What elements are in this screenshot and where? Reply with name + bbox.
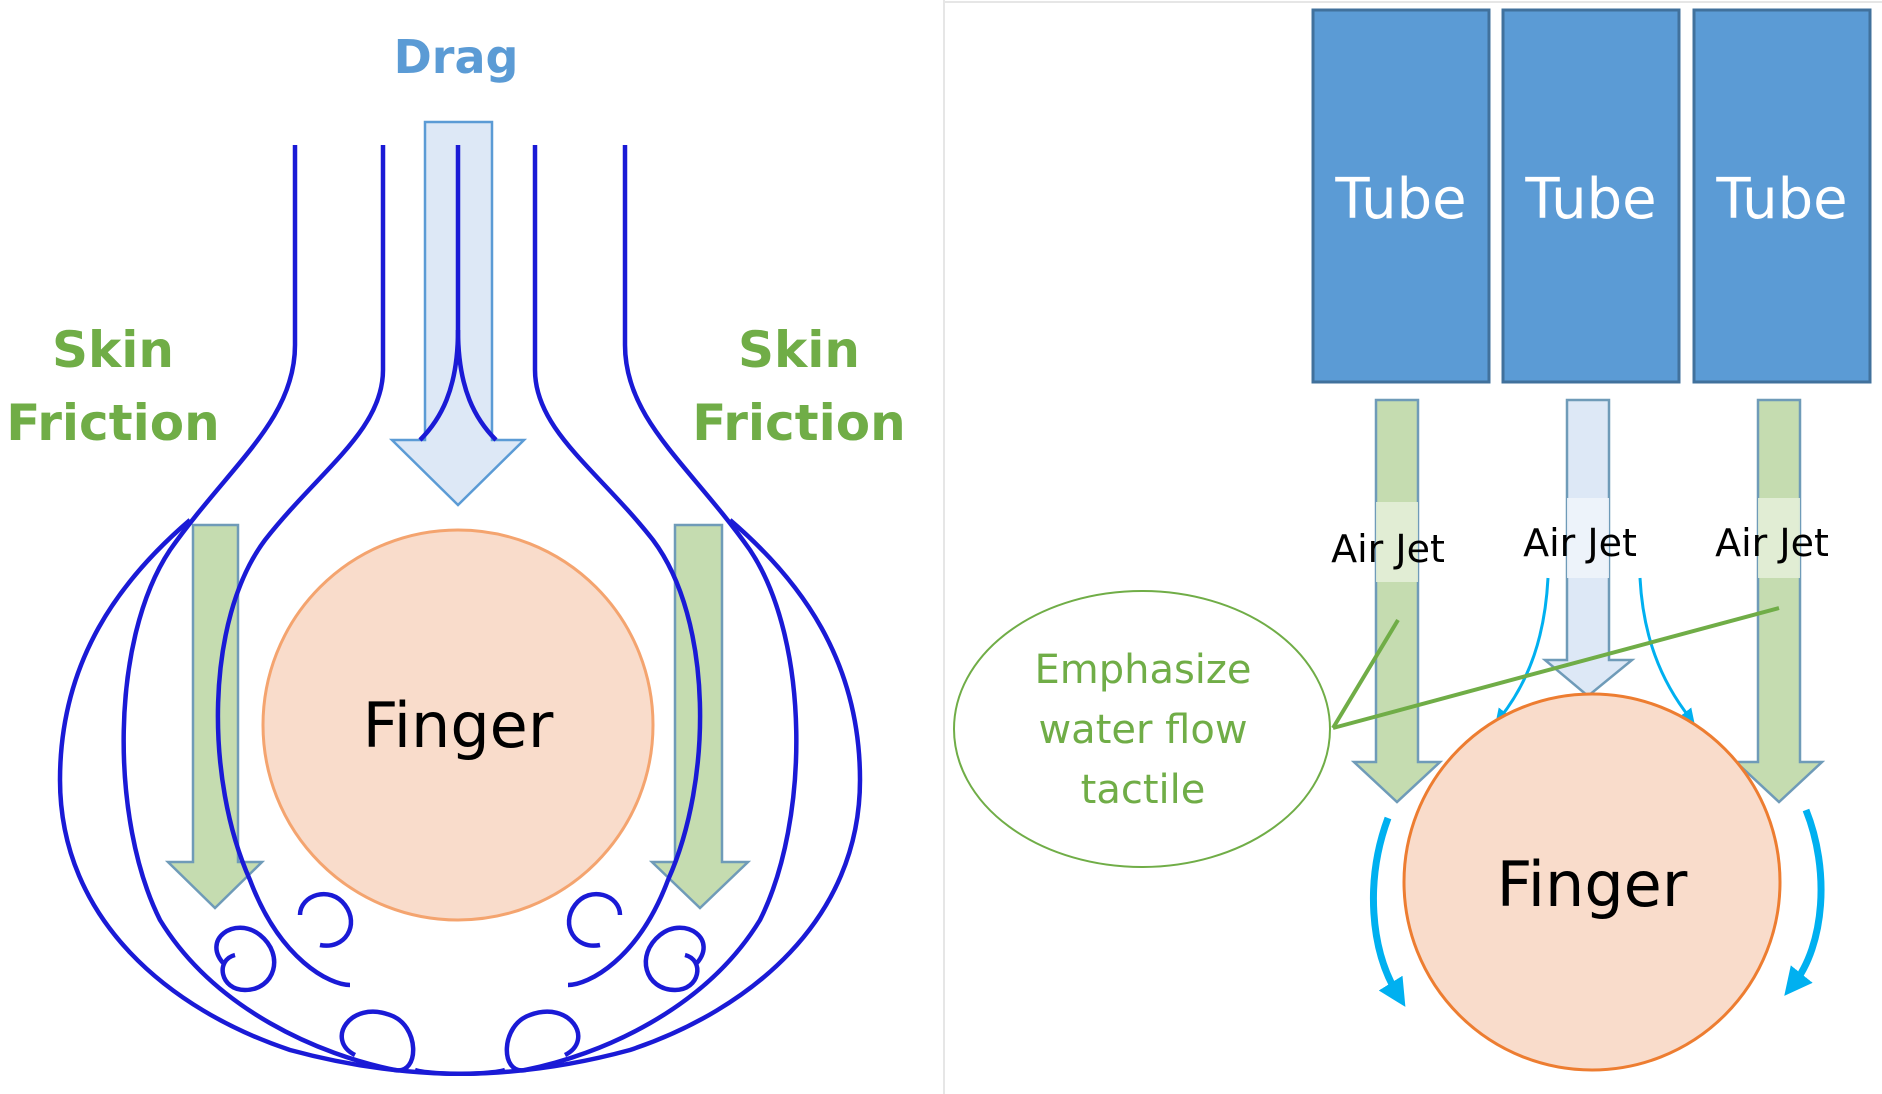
drag-label: Drag xyxy=(394,30,519,84)
tube-1 xyxy=(1311,8,1491,384)
vortex-right-1 xyxy=(643,925,706,993)
tube-3 xyxy=(1692,8,1872,384)
cyan-flow-arrow-right-big xyxy=(1784,808,1825,996)
skin-friction-left-line2: Friction xyxy=(6,394,219,452)
flow-line-inner-left xyxy=(215,145,386,988)
skin-friction-left-line1: Skin xyxy=(52,321,174,379)
callout-line-1: Emphasize xyxy=(1034,647,1251,693)
right-diagram: Tube Tube Tube Air Jet Air Jet Air Jet F… xyxy=(953,8,1872,1072)
air-jet-arrow-3 xyxy=(1732,398,1826,804)
tube-2-label: Tube xyxy=(1524,167,1656,232)
tube-3-label: Tube xyxy=(1715,167,1847,232)
callout-line-2: water flow xyxy=(1038,707,1247,753)
flow-line-center-2 xyxy=(455,329,498,442)
flow-line-far-right xyxy=(414,518,863,1077)
air-jet-label-bg-3 xyxy=(1758,498,1800,578)
flow-line-mid-right xyxy=(504,145,799,1073)
tube-2 xyxy=(1501,8,1681,384)
air-jet-label-3: Air Jet xyxy=(1715,521,1829,565)
skin-friction-arrow-left xyxy=(164,523,266,910)
cyan-flow-arrow-left-big xyxy=(1369,816,1406,1007)
left-diagram: Finger Drag Skin Friction Skin Friction xyxy=(6,30,906,1077)
cyan-flow-arrow-left-small xyxy=(1495,577,1550,724)
vortex-right-2 xyxy=(566,892,623,948)
callout-ellipse xyxy=(953,590,1331,868)
flow-line-inner-right xyxy=(532,145,703,988)
air-jet-label-bg-1 xyxy=(1376,502,1418,582)
finger-label-right: Finger xyxy=(1497,848,1688,921)
finger-circle-right xyxy=(1402,692,1782,1072)
vortex-left-1 xyxy=(214,925,277,993)
skin-friction-right-line2: Friction xyxy=(692,394,905,452)
air-jet-label-bg-2 xyxy=(1567,498,1609,578)
finger-label-left: Finger xyxy=(363,689,554,762)
skin-friction-right-line1: Skin xyxy=(738,321,860,379)
cyan-flow-arrow-right-small xyxy=(1638,577,1695,724)
flow-line-far-left xyxy=(57,518,506,1077)
flow-line-mid-left xyxy=(121,145,416,1073)
vortex-left-2 xyxy=(297,892,354,948)
callout-line-3: tactile xyxy=(1081,767,1206,813)
callout-pointer-1 xyxy=(1331,618,1400,730)
finger-circle-left xyxy=(261,528,655,922)
air-jet-arrow-1 xyxy=(1350,398,1444,804)
air-jet-label-1: Air Jet xyxy=(1331,527,1445,571)
tube-1-label: Tube xyxy=(1334,167,1466,232)
air-jet-label-2: Air Jet xyxy=(1523,521,1637,565)
callout-pointer-2 xyxy=(1332,606,1780,730)
